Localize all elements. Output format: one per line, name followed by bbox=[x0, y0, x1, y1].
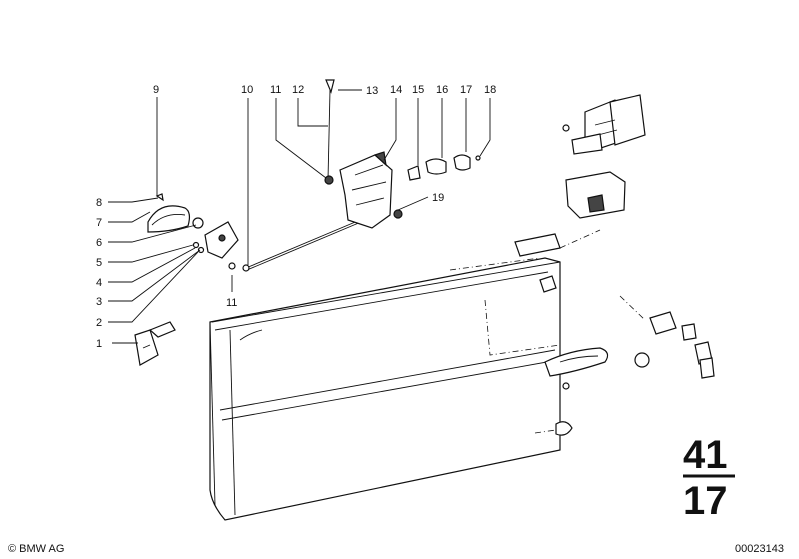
section-subgroup-number: 17 bbox=[683, 479, 728, 523]
section-group-number: 41 bbox=[683, 433, 728, 477]
bracket-part bbox=[134, 321, 176, 366]
callout-9: 9 bbox=[153, 84, 159, 96]
callout-19: 19 bbox=[432, 192, 444, 204]
door-catch-assembly bbox=[514, 94, 646, 257]
section-identifier: 41 17 bbox=[683, 433, 735, 523]
lock-mechanism bbox=[324, 79, 481, 229]
callout-14: 14 bbox=[390, 84, 402, 96]
callout-8: 8 bbox=[96, 197, 102, 209]
callout-15: 15 bbox=[412, 84, 424, 96]
callout-10: 10 bbox=[241, 84, 253, 96]
callout-1: 1 bbox=[96, 338, 102, 350]
callout-18: 18 bbox=[484, 84, 496, 96]
callout-3: 3 bbox=[96, 296, 102, 308]
drawing-number: 00023143 bbox=[735, 543, 784, 555]
door-panel bbox=[209, 257, 561, 521]
callout-4: 4 bbox=[96, 277, 102, 289]
callout-12: 12 bbox=[292, 84, 304, 96]
callout-16: 16 bbox=[436, 84, 448, 96]
callout-11-top: 11 bbox=[270, 84, 281, 96]
copyright-text: © BMW AG bbox=[8, 543, 64, 555]
callout-11-bottom: 11 bbox=[226, 297, 237, 309]
callout-6: 6 bbox=[96, 237, 102, 249]
callout-7: 7 bbox=[96, 217, 102, 229]
inner-handle-assembly bbox=[147, 193, 239, 270]
callout-13: 13 bbox=[366, 85, 378, 97]
control-rod bbox=[242, 219, 362, 272]
leader-lines bbox=[108, 89, 491, 344]
callout-5: 5 bbox=[96, 257, 102, 269]
outer-handle-assembly bbox=[534, 275, 715, 436]
callout-2: 2 bbox=[96, 317, 102, 329]
callout-17: 17 bbox=[460, 84, 472, 96]
callout-labels: 1 2 3 4 5 6 7 8 9 10 11 11 12 13 14 15 1… bbox=[96, 84, 496, 350]
